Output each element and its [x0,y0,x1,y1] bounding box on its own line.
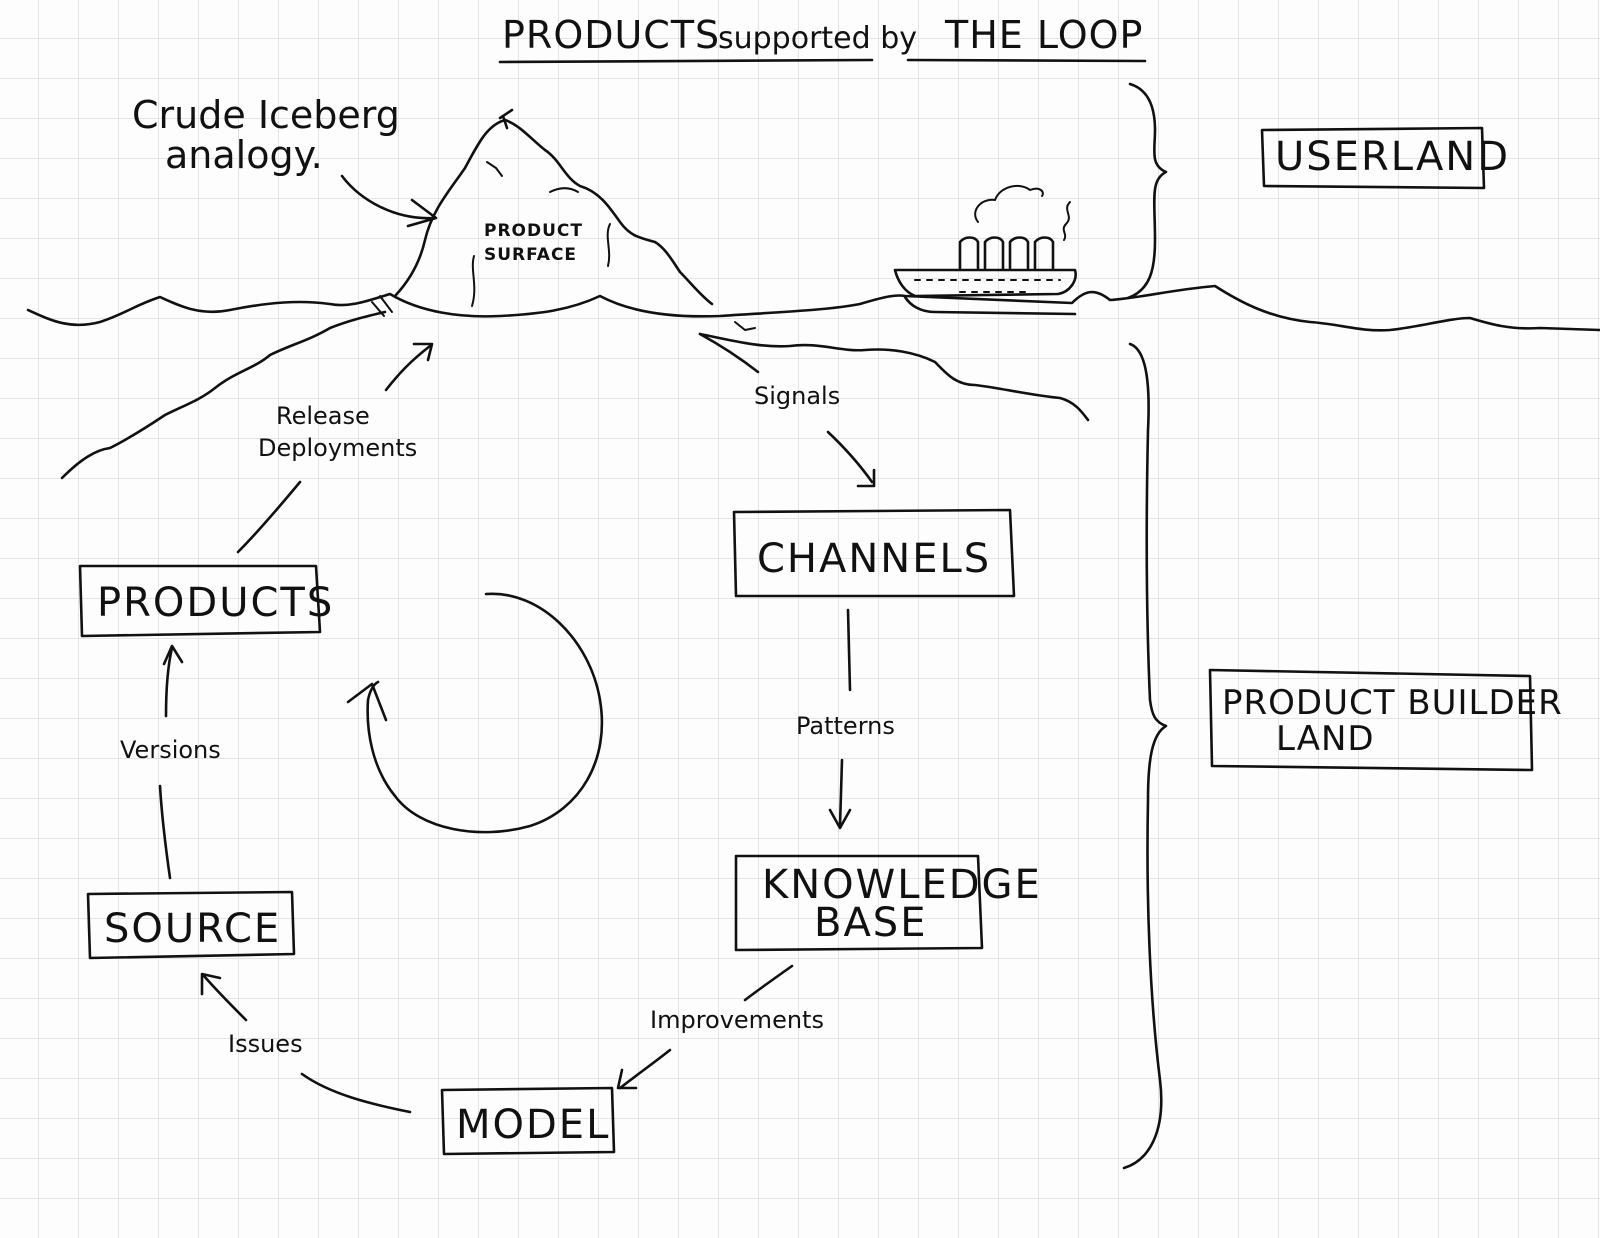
patterns-line-lower [838,758,844,828]
signals-arrow-head [856,468,876,488]
ship-funnel-4 [1033,236,1055,270]
iceberg-crack-3 [606,223,611,267]
iceberg-crack-1 [486,161,503,177]
model-label: MODEL [456,1102,610,1148]
builder-label-line1: PRODUCT BUILDER [1222,683,1563,723]
signals-line-upper [698,332,760,374]
loop-cycle-arrow-head [346,682,388,722]
wave-marks-right [734,321,756,331]
userland-box [1260,126,1486,190]
edge-patterns: Patterns [796,608,895,830]
loop-cycle-arrow [366,592,604,834]
knowledge-box [734,854,984,952]
patterns-label: Patterns [796,712,895,740]
node-model: MODEL [440,1086,616,1156]
improvements-label: Improvements [650,1006,824,1034]
improvements-line-upper [743,964,794,1002]
release-arrow-head [412,342,434,362]
model-box [440,1086,616,1156]
builder-label-line2: LAND [1276,719,1375,759]
channels-label: CHANNELS [757,536,991,582]
knowledge-label-line1: KNOWLEDGE [762,862,1042,908]
annotation-arrow-head [406,198,438,228]
release-line-lower [236,480,302,554]
node-knowledge-base: KNOWLEDGE BASE [734,854,1042,952]
patterns-line-upper [846,608,852,692]
builder-region: PRODUCT BUILDER LAND [1208,668,1563,772]
channels-box [732,508,1016,598]
edge-signals: Signals [698,332,876,488]
signals-line-lower [826,430,874,484]
release-label-line2: Deployments [258,434,417,462]
issues-line-upper [202,974,248,1022]
iceberg-label-line2: SURFACE [484,245,577,265]
title-supported-by: supported by [718,21,917,56]
userland-brace [1126,82,1168,300]
source-label: SOURCE [104,906,281,952]
ship-icon [893,184,1077,316]
title-products: PRODUCTS [502,13,720,57]
iceberg-label-line1: PRODUCT [484,221,583,241]
edge-versions: Versions [120,644,221,880]
iceberg-annotation: Crude Iceberg analogy. [132,93,438,228]
products-box [78,564,322,638]
node-source: SOURCE [86,890,296,960]
issues-arrow-head [200,972,222,996]
ship-smoke-2 [1062,201,1071,241]
node-channels: CHANNELS [732,508,1016,598]
ship-funnel-1 [958,236,980,270]
iceberg-underwater-right [698,332,1090,422]
signals-label: Signals [754,382,840,410]
iceberg: PRODUCT SURFACE [371,108,756,331]
versions-label: Versions [120,736,221,764]
iceberg-underwater-left [60,310,387,480]
patterns-arrow-head [828,808,852,830]
builder-brace [1122,342,1168,1170]
annotation-arrow [340,174,435,220]
source-box [86,890,296,960]
node-products: PRODUCTS [78,564,334,638]
title-underline-right [906,58,1147,63]
knowledge-label-line2: BASE [814,900,927,946]
release-line-upper [384,344,432,392]
issues-label: Issues [228,1030,303,1058]
versions-line-upper [164,646,174,718]
annotation-line1: Crude Iceberg [132,93,400,137]
edge-release: Release Deployments [236,342,434,554]
ship-smoke [974,184,1044,223]
release-label-line1: Release [276,402,370,430]
diagram-title: PRODUCTS supported by THE LOOP [498,13,1147,64]
flag-icon [498,108,514,130]
issues-line-lower [300,1072,412,1114]
improvements-arrow-head [616,1068,638,1090]
ship-hull [893,268,1077,298]
annotation-line2: analogy. [165,133,323,177]
ship-funnel-2 [983,236,1005,270]
versions-arrow-head [162,644,184,666]
versions-line-lower [158,784,172,880]
ship-funnel-3 [1008,236,1030,270]
title-underline-left [498,58,874,64]
ship-waterline [903,295,1077,316]
iceberg-crack-4 [471,255,476,307]
edge-improvements: Improvements [616,964,824,1090]
water-line [26,284,1600,332]
userland-label: USERLAND [1275,134,1510,180]
iceberg-outline [393,118,714,306]
edge-issues: Issues [200,972,412,1114]
userland-region: USERLAND [1260,126,1510,190]
improvements-line-lower [618,1048,672,1090]
title-the-loop: THE LOOP [944,13,1143,57]
iceberg-crack-2 [549,187,579,193]
builder-box [1208,668,1534,772]
products-label: PRODUCTS [97,580,334,626]
